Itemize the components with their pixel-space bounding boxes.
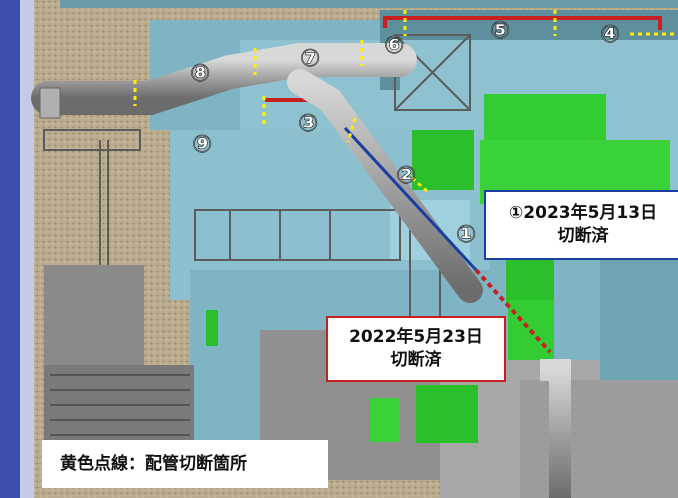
marker-3: ③ <box>298 109 318 137</box>
exhaust-pipes <box>31 43 571 498</box>
marker-5: ⑤ <box>490 16 510 44</box>
cut-line-2022 <box>474 268 552 354</box>
marker-1: ① <box>456 220 476 248</box>
grey-equipment <box>44 265 194 455</box>
marker-8: ⑧ <box>190 59 210 87</box>
steel-frames <box>43 34 471 320</box>
marker-9: ⑨ <box>192 130 212 158</box>
legend-text: 黄色点線：配管切断箇所 <box>60 454 247 474</box>
cut-callout-2022-status: 切断済 <box>390 350 442 370</box>
marker-2: ② <box>396 161 416 189</box>
cut-line-2023 <box>343 126 478 272</box>
marker-group: ① ② ③ ④ ⑤ ⑥ ⑦ ⑧ ⑨ <box>190 16 621 249</box>
cut-callout-2022-date: 2022年5月23日 <box>349 327 483 347</box>
yellow-cut-marks <box>133 10 678 194</box>
slide-side-bar-light <box>20 0 34 498</box>
cut-callout-2023-date: ①2023年5月13日 <box>508 203 658 223</box>
green-blocks <box>206 94 670 443</box>
cut-callout-2023-status: 切断済 <box>557 226 609 246</box>
slide-side-bar <box>0 0 20 498</box>
legend-box: 黄色点線：配管切断箇所 <box>42 440 328 488</box>
marker-4: ④ <box>600 20 620 48</box>
cut-callout-2022: 2022年5月23日 切断済 <box>326 316 506 382</box>
marker-7: ⑦ <box>300 44 320 72</box>
cut-callout-2023: ①2023年5月13日 切断済 <box>484 190 678 260</box>
marker-6: ⑥ <box>384 31 404 59</box>
